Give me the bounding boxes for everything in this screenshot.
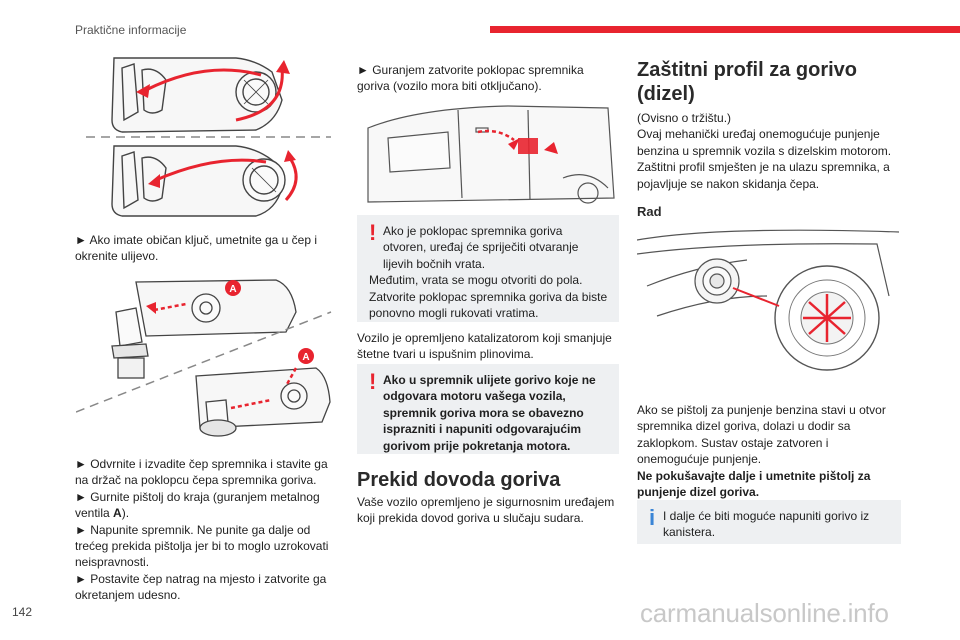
valve-label: A	[113, 506, 122, 521]
col2-paragraph-3: Vaše vozilo opremljeno je sigurnosnim ur…	[357, 495, 615, 526]
warning-icon: !	[369, 369, 377, 394]
info-box-canister: i I dalje će biti moguće napuniti gorivo…	[637, 500, 901, 544]
callout-a-2: A	[302, 352, 309, 363]
step-push-nozzle: ► Gurnite pištolj do kraja (guranjem met…	[75, 489, 320, 521]
col2-paragraph-2: Vozilo je opremljeno katalizatorom koji …	[357, 331, 612, 362]
step-remove-cap: ► Odvrnite i izvadite čep spremnika i st…	[75, 457, 328, 488]
fuel-flap-van-illustration	[367, 105, 615, 204]
fuel-nozzle-illustration: A A	[76, 279, 332, 437]
info-icon: i	[649, 505, 656, 530]
page-number: 142	[12, 605, 33, 619]
section-heading-diesel-profile: Zaštitni profil za gorivo (dizel)	[637, 59, 858, 105]
warning-icon: !	[369, 220, 377, 245]
col2-paragraph-1: ► Guranjem zatvorite poklopac spremnika …	[357, 63, 584, 94]
subheading-operation: Rad	[637, 204, 662, 219]
step-fill-tank: ► Napunite spremnik. Ne punite ga dalje …	[75, 522, 329, 570]
section-heading-fuel-cutoff: Prekid dovoda goriva	[357, 469, 561, 491]
col3-intro: (Ovisno o tržištu.) Ovaj mehanički uređa…	[637, 111, 892, 191]
warning-box-door: ! Ako je poklopac spremnika goriva otvor…	[357, 215, 619, 322]
watermark: carmanualsonline.info	[640, 598, 889, 628]
running-header: Praktične informacije	[75, 23, 187, 37]
fuel-cap-illustration	[86, 57, 331, 217]
diesel-misfuel-inhibitor-illustration	[637, 229, 899, 371]
col1-paragraph-1: ► Ako imate običan ključ, umetnite ga u …	[75, 233, 318, 264]
col3-operation-text: Ako se pištolj za punjenje benzina stavi…	[637, 403, 886, 500]
step-replace-cap: ► Postavite čep natrag na mjesto i zatvo…	[75, 571, 327, 603]
warning-box-wrong-fuel: ! Ako u spremnik ulijete gorivo koje ne …	[357, 364, 619, 454]
header-accent-bar	[490, 26, 960, 33]
callout-a-1: A	[229, 284, 236, 295]
col1-instructions: ► Odvrnite i izvadite čep spremnika i st…	[75, 456, 337, 604]
